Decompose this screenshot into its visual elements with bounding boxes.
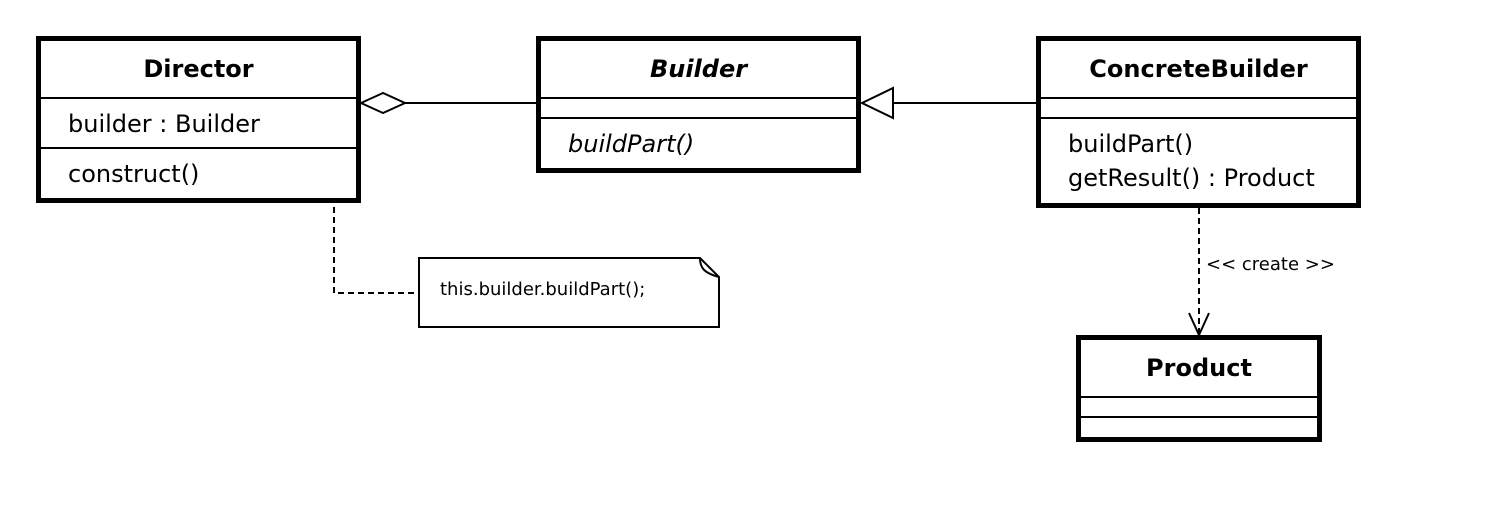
operations-section: buildPart() getResult() : Product — [1041, 119, 1356, 203]
operation: construct() — [68, 160, 200, 188]
operation: buildPart() — [1068, 130, 1194, 158]
builder-class[interactable]: Builder buildPart() — [536, 36, 861, 173]
operations-section: construct() — [41, 149, 356, 198]
note-shape — [418, 257, 720, 328]
dependency-stereotype-label: << create >> — [1206, 254, 1335, 275]
note-text: this.builder.buildPart(); — [440, 279, 646, 300]
note-folded-corner — [699, 257, 720, 278]
operation: getResult() : Product — [1068, 164, 1315, 192]
attributes-section — [541, 99, 856, 119]
concrete-builder-class[interactable]: ConcreteBuilder buildPart() getResult() … — [1036, 36, 1361, 208]
aggregation-diamond — [358, 91, 408, 115]
attribute: builder : Builder — [68, 110, 260, 138]
operations-section: buildPart() — [541, 119, 856, 168]
operation: buildPart() — [568, 130, 695, 158]
attributes-section — [1081, 398, 1317, 418]
note-connector-line — [333, 187, 419, 294]
product-class[interactable]: Product — [1076, 335, 1322, 442]
operations-section — [1081, 418, 1317, 437]
class-name: Director — [41, 41, 356, 99]
class-name: Product — [1081, 340, 1317, 398]
class-name: Builder — [541, 41, 856, 99]
director-class[interactable]: Director builder : Builder construct() — [36, 36, 361, 203]
attributes-section — [1041, 99, 1356, 119]
attributes-section: builder : Builder — [41, 99, 356, 149]
generalization-triangle — [859, 86, 894, 120]
class-name: ConcreteBuilder — [1041, 41, 1356, 99]
